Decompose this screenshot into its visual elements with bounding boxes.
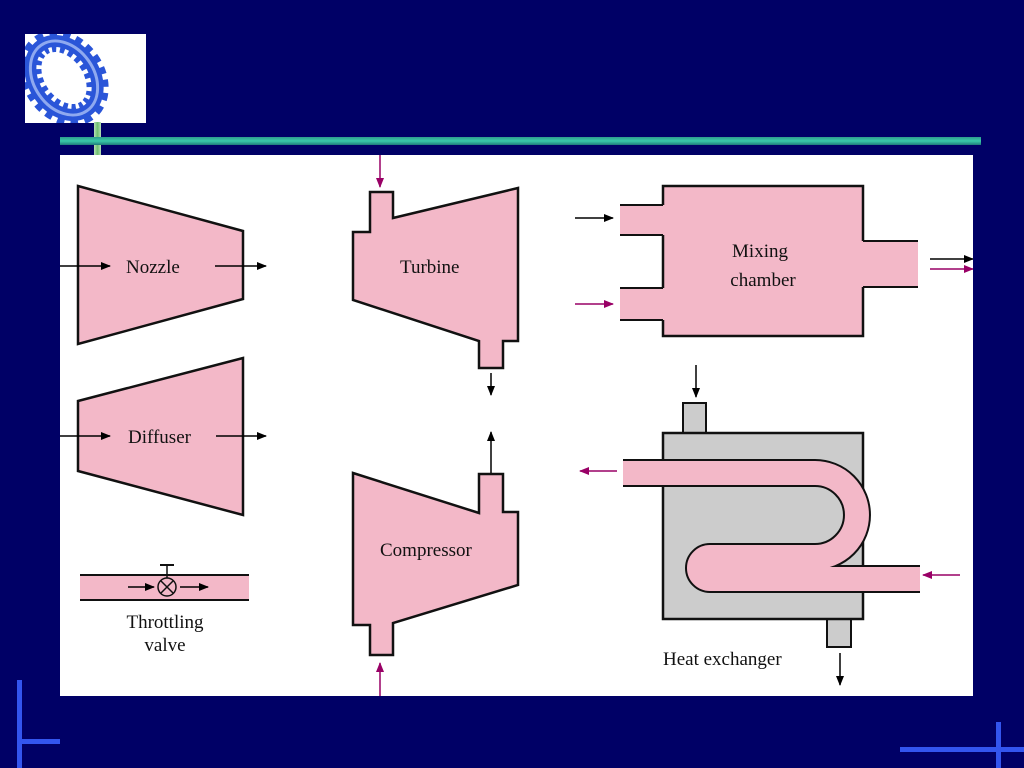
diffuser-label: Diffuser [128,427,192,448]
throttling-label-line1: Throttling [126,612,204,633]
turbine: Turbine [351,155,520,396]
corner-mark-right-vertical [996,722,1001,768]
turbine-label: Turbine [400,257,459,278]
throttling-valve: Throttling valve [80,564,249,656]
accent-horizontal-bar [60,137,981,145]
logo [19,29,146,127]
heat-exchanger-label: Heat exchanger [663,649,782,670]
gear-ring-icon [19,29,109,127]
nozzle: Nozzle [60,184,267,346]
corner-mark-left-vertical [17,680,22,768]
corner-mark-right-horizontal [900,747,1024,752]
compressor: Compressor [351,431,520,696]
compressor-label: Compressor [380,540,473,561]
devices-diagram: Nozzle Diffuser Throttling valve [60,155,973,696]
mixing-label-line1: Mixing [732,241,788,262]
mixing-chamber: Mixing chamber [575,184,973,338]
nozzle-label: Nozzle [126,257,180,278]
diffuser: Diffuser [60,356,267,517]
mixing-label-line2: chamber [730,270,796,291]
throttling-label-line2: valve [144,635,185,656]
heat-exchanger: Heat exchanger [579,365,960,686]
corner-mark-left-horizontal [17,739,60,744]
